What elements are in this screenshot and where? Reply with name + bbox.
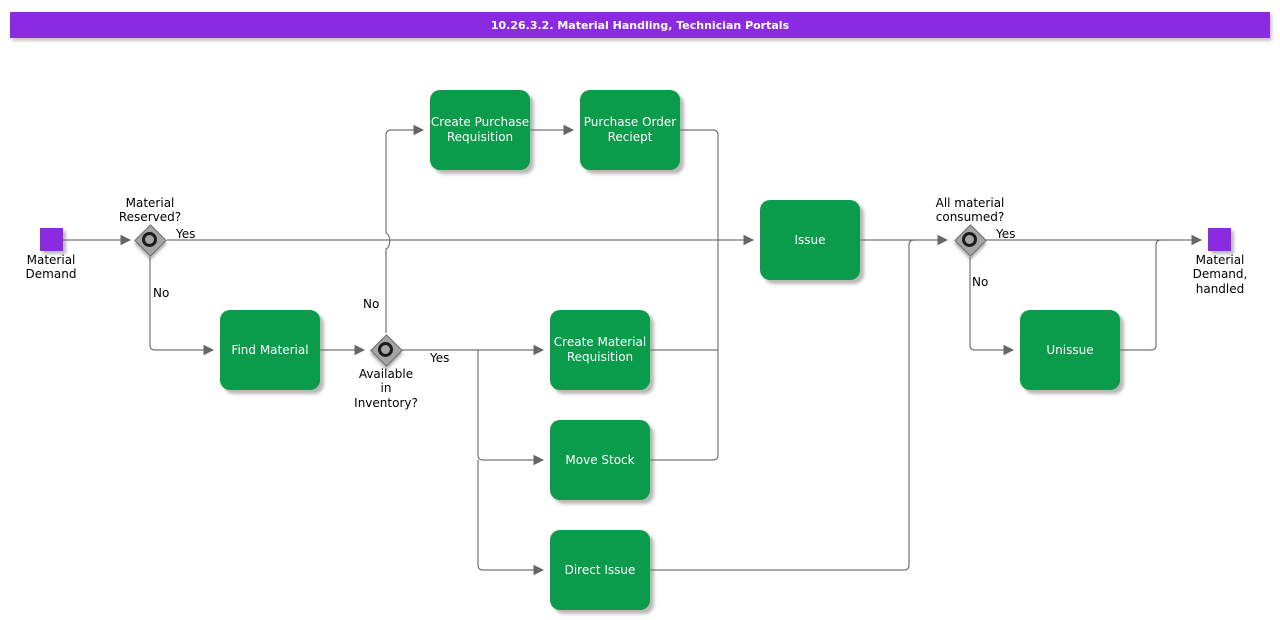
task-find-material: Find Material [220,310,320,390]
task-move-stock: Move Stock [550,420,650,500]
task-label: Unissue [1046,342,1094,357]
task-label: Create Purchase Requisition [430,115,530,144]
edge-available-no-to-cpr [385,124,425,333]
task-create-purchase-requisition: Create Purchase Requisition [430,90,530,170]
decision-material-reserved-label: Material Reserved? [118,196,182,225]
task-label: Purchase Order Reciept [583,115,677,144]
task-purchase-order-reciept: Purchase Order Reciept [580,90,680,170]
edge-label-consumed-yes: Yes [996,227,1016,241]
decision-ring-icon [142,232,157,247]
decision-ring-icon [378,342,393,357]
end-event-node [1208,228,1231,251]
start-event-label: Material Demand [25,253,77,282]
edge-label-reserved-no: No [153,286,170,300]
task-label: Issue [794,232,826,247]
edge-direct-issue-return [650,239,915,571]
task-label: Direct Issue [564,562,636,577]
edge-reserved-no-to-find [149,257,215,356]
task-direct-issue: Direct Issue [550,530,650,610]
decision-available-in-inventory-label: Available in Inventory? [354,367,418,410]
end-event-label: Material Demand, handled [1192,253,1248,296]
edge-consumed-no-to-unissue [969,257,1015,356]
task-label: Create Material Requisition [553,335,647,364]
edge-label-consumed-no: No [972,275,989,289]
task-create-material-requisition: Create Material Requisition [550,310,650,390]
task-issue: Issue [760,200,860,280]
edge-branch-to-direct-issue [477,460,545,576]
start-event-node [40,228,63,251]
edge-por-down-collector [650,129,719,461]
task-unissue: Unissue [1020,310,1120,390]
edge-branch-to-move-stock [477,350,545,466]
task-label: Find Material [231,342,309,357]
edge-label-available-yes: Yes [430,351,450,365]
edge-unissue-return [1120,239,1162,351]
task-label: Move Stock [565,452,635,467]
decision-all-material-consumed-label: All material consumed? [935,196,1005,225]
diagram-title-bar: 10.26.3.2. Material Handling, Technician… [10,12,1270,38]
edge-label-reserved-yes: Yes [176,227,196,241]
decision-ring-icon [962,232,977,247]
edge-label-available-no: No [363,297,380,311]
diagram-title: 10.26.3.2. Material Handling, Technician… [490,18,790,32]
